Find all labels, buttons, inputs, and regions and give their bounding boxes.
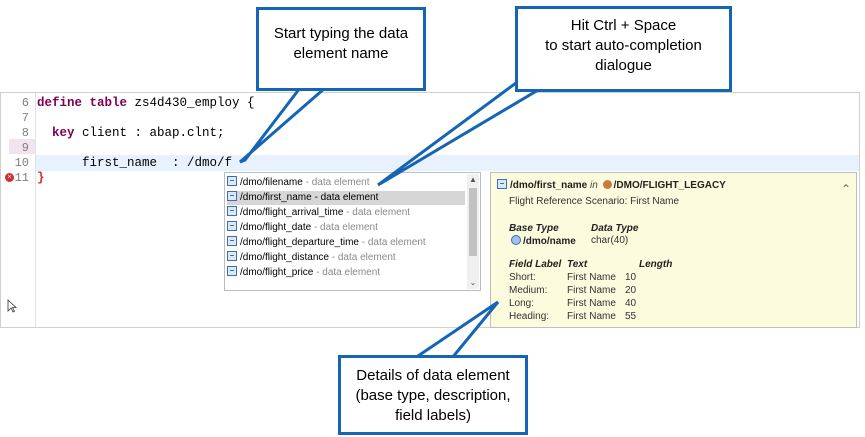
callout-text: dialogue — [595, 57, 652, 74]
completion-item[interactable]: /dmo/flight_price - data element — [227, 266, 465, 280]
text-header: Text — [567, 259, 588, 270]
data-element-icon — [227, 236, 237, 246]
scroll-up-icon[interactable]: ▲ — [469, 175, 477, 184]
data-type-label: Data Type — [591, 223, 639, 234]
data-type-value: char(40) — [591, 235, 629, 246]
line-number: 7 — [21, 111, 29, 125]
field-length-long: 40 — [625, 298, 637, 309]
completion-item[interactable]: /dmo/flight_distance - data element — [227, 251, 465, 265]
code-line[interactable]: key client : abap.clnt; — [37, 126, 225, 141]
callout-text: element name — [293, 45, 389, 62]
element-info-popup: /dmo/first_name in /DMO/FLIGHT_LEGACY Fl… — [490, 172, 857, 328]
completion-item-kind: - data element — [313, 267, 381, 278]
completion-item-kind: - data element — [328, 252, 396, 263]
data-element-icon — [227, 251, 237, 261]
field-label-header: Field Label — [509, 259, 562, 270]
completion-item-kind: - data element — [302, 177, 370, 188]
field-length-medium: 20 — [625, 285, 637, 296]
callout-text: to start auto-completion — [545, 37, 702, 54]
field-length-short: 10 — [625, 272, 637, 283]
base-type-text: /dmo/name — [523, 236, 576, 247]
line-number: 11 — [14, 171, 29, 185]
length-header: Length — [639, 259, 673, 270]
data-element-icon — [227, 266, 237, 276]
completion-item-name: /dmo/filename — [240, 177, 303, 188]
field-text-medium: First Name — [567, 285, 616, 296]
completion-item-selected[interactable]: /dmo/first_name - data element — [227, 191, 465, 205]
data-element-icon — [497, 179, 507, 189]
completion-item[interactable]: /dmo/flight_arrival_time - data element — [227, 206, 465, 220]
field-label-long: Long: — [509, 298, 535, 309]
field-label-short: Short: — [509, 272, 536, 283]
callout-text: field labels) — [395, 407, 471, 424]
in-label: in — [590, 180, 598, 191]
code-keyword: define table — [37, 96, 128, 110]
callout-details: Details of data element (base type, desc… — [338, 355, 528, 435]
info-scrollbar[interactable]: ⌃ — [841, 174, 855, 326]
line-number-gutter: 6 7 8 9 10 × 11 — [1, 93, 36, 327]
completion-item-name: /dmo/flight_departure_time — [240, 237, 359, 248]
field-text-heading: First Name — [567, 311, 616, 322]
package-name: /DMO/FLIGHT_LEGACY — [613, 180, 726, 191]
base-type-label: Base Type — [509, 223, 559, 234]
field-label-medium: Medium: — [509, 285, 548, 296]
completion-scrollbar[interactable]: ▲ ⌄ — [467, 174, 479, 289]
data-element-icon — [227, 206, 237, 216]
completion-item-kind: - data element — [358, 237, 426, 248]
completion-item-name: /dmo/flight_date — [240, 222, 312, 233]
line-number: 10 — [14, 156, 29, 170]
code-text: zs4d430_employ { — [127, 96, 255, 110]
completion-item-name: /dmo/flight_price — [240, 267, 314, 278]
callout-typing: Start typing the data element name — [256, 7, 426, 91]
element-description: Flight Reference Scenario: First Name — [509, 196, 680, 207]
completion-item[interactable]: /dmo/flight_departure_time - data elemen… — [227, 236, 465, 250]
data-element-icon — [227, 191, 237, 201]
completion-item-name: /dmo/first_name - data element — [240, 192, 379, 203]
callout-text: Details of data element — [356, 367, 510, 384]
completion-item-name: /dmo/flight_arrival_time — [240, 207, 344, 218]
field-text-long: First Name — [567, 298, 616, 309]
code-indent — [37, 126, 52, 140]
mouse-pointer-icon — [7, 299, 17, 313]
scrollbar-thumb[interactable] — [469, 188, 477, 256]
completion-item-name: /dmo/flight_distance — [240, 252, 329, 263]
line-number: 6 — [21, 96, 29, 110]
data-element-icon — [227, 176, 237, 186]
callout-ctrl-space: Hit Ctrl + Space to start auto-completio… — [515, 6, 732, 92]
callout-text: Hit Ctrl + Space — [570, 17, 677, 34]
field-text-short: First Name — [567, 272, 616, 283]
code-line-current[interactable]: first_name : /dmo/f — [37, 156, 233, 170]
field-label-heading: Heading: — [509, 311, 550, 322]
code-text: client : abap.clnt; — [74, 126, 225, 140]
completion-item[interactable]: /dmo/filename - data element — [227, 176, 465, 190]
code-line[interactable]: define table zs4d430_employ { — [37, 96, 255, 111]
element-name: /dmo/first_name — [510, 180, 588, 191]
chevron-up-icon[interactable]: ⌃ — [840, 182, 851, 196]
auto-completion-popup[interactable]: /dmo/filename - data element /dmo/first_… — [224, 172, 481, 291]
domain-icon — [511, 235, 521, 245]
completion-item-kind: - data element — [311, 222, 378, 233]
chevron-down-icon[interactable]: ⌄ — [469, 278, 477, 287]
package-icon — [602, 180, 612, 189]
code-keyword: key — [52, 126, 75, 140]
gutter-change-marker — [9, 139, 35, 154]
data-element-icon — [227, 221, 237, 231]
code-line-error[interactable]: } — [37, 171, 45, 185]
callout-text: Start typing the data — [273, 25, 409, 42]
callout-text: (base type, description, — [355, 387, 511, 404]
line-number: 8 — [21, 126, 29, 140]
field-length-heading: 55 — [625, 311, 637, 322]
base-type-value[interactable]: /dmo/name — [511, 235, 576, 247]
completion-item[interactable]: /dmo/flight_date - data element — [227, 221, 465, 235]
error-marker-icon[interactable]: × — [5, 173, 14, 182]
element-info-header: /dmo/first_name in /DMO/FLIGHT_LEGACY — [497, 179, 726, 191]
line-number: 9 — [21, 141, 29, 155]
completion-item-kind: - data element — [343, 207, 411, 218]
